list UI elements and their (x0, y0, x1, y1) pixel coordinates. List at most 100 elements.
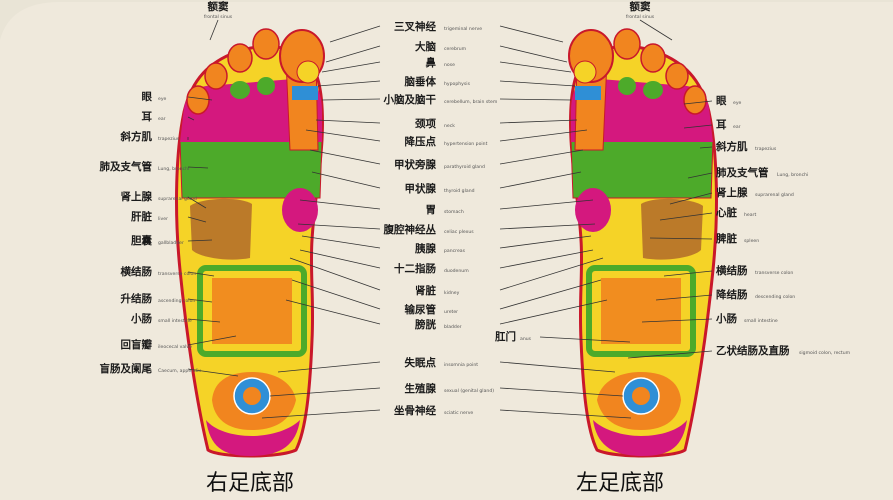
center-label-en: kidney (444, 290, 460, 296)
center-label-zh: 胰腺 (415, 242, 436, 255)
left-label-en: ear (733, 124, 741, 130)
right-label-zh: 肾上腺 (121, 190, 153, 203)
right-label-zh: 回盲瓣 (121, 338, 153, 351)
leader-line-right (301, 235, 381, 249)
right-label-en: transverse colon (158, 271, 196, 277)
right-label-en: suprarenal gland (158, 196, 197, 202)
leader-line-right (299, 199, 381, 210)
left-label-zh: 小肠 (715, 312, 737, 325)
right-label-en: gallbladder (158, 240, 184, 246)
left-label-en: heart (744, 212, 756, 218)
center-label-zh: 胃 (426, 204, 437, 216)
left-label-en: eye (733, 101, 742, 106)
leader-line (663, 270, 713, 277)
center-label-en: hypophysis (444, 81, 471, 87)
right-label-zh: 肺及支气管 (100, 160, 153, 173)
leader-line (639, 19, 673, 41)
leader-line-right (329, 25, 381, 43)
leader-line-left (499, 223, 596, 230)
center-label-en: trigeminal nerve (444, 26, 482, 32)
leader-line (641, 318, 713, 323)
leader-line-left (499, 149, 584, 165)
center-label-zh: 生殖腺 (405, 382, 437, 395)
left-label-zh: 心脏 (716, 206, 737, 219)
center-label-en: bladder (444, 324, 462, 330)
center-label-zh: 降压点 (405, 135, 437, 148)
center-label-en: parathyroid gland (444, 164, 485, 170)
leader-line (209, 19, 219, 41)
left-label-zh: 降结肠 (716, 288, 748, 301)
leader-line (539, 336, 631, 343)
left-label-en: transverse colon (755, 270, 793, 276)
leader-line (187, 298, 213, 303)
leader-line (187, 271, 215, 277)
center-label-zh: 三叉神经 (394, 20, 436, 33)
leader-line-right (315, 119, 381, 124)
center-label-en: sexual (genital gland) (444, 388, 494, 394)
leader-line-left (499, 129, 588, 142)
leader-line-left (499, 98, 572, 101)
center-label-zh: 鼻 (426, 56, 437, 69)
center-label-zh: 坐骨神经 (394, 404, 436, 417)
leader-line-right (277, 361, 381, 373)
leader-line-left (499, 299, 608, 325)
left-label-zh: 肺及支气管 (716, 166, 769, 179)
center-label-zh: 十二指肠 (394, 262, 436, 275)
left-label-zh: 耳 (716, 119, 727, 131)
right-label-en: ileocecal valve (158, 344, 192, 350)
center-label-en: nose (444, 63, 455, 68)
left-label-en: Lung, bronchi (777, 172, 808, 178)
right-label-en: ascending colon (158, 298, 195, 304)
right-label-zh: 斜方肌 (120, 130, 153, 143)
right-label-en: eye (158, 97, 167, 102)
leader-line (187, 368, 239, 377)
left-label-en: descending colon (755, 294, 795, 300)
leader-line-right (309, 149, 381, 165)
right-foot (177, 29, 324, 456)
leader-line (187, 196, 207, 209)
left-label-en: sigmoid colon, rectum (799, 350, 851, 356)
right-label-en: liver (158, 216, 168, 222)
center-label-en: thyroid gland (444, 188, 475, 194)
right-label-en: frontal sinus (204, 14, 233, 20)
left-label-en: anus (520, 337, 532, 342)
center-label-en: hypertension point (444, 141, 488, 147)
leader-line-left (499, 361, 616, 373)
leader-line-right (321, 61, 381, 73)
center-label-zh: 大脑 (415, 40, 436, 53)
center-label-en: cerebrum (444, 46, 467, 52)
center-label-en: ureter (444, 309, 458, 315)
leader-line (699, 146, 713, 149)
right-label-zh: 盲肠及阑尾 (100, 362, 153, 375)
left-label-en: small intestine (744, 318, 778, 324)
leader-line-left (499, 199, 594, 210)
left-label-en: trapezius (755, 146, 777, 152)
center-label-en: pancreas (444, 248, 466, 254)
center-label-zh: 小脑及脑干 (383, 93, 437, 106)
left-label-zh: 脾脏 (716, 232, 737, 245)
leader-line-left (499, 249, 594, 269)
title-left-foot: 左足底部 (576, 471, 664, 496)
leader-line (683, 124, 713, 129)
center-label-en: stomach (444, 209, 464, 215)
leader-line (187, 96, 213, 101)
leader-line-right (289, 257, 381, 291)
leader-line-left (499, 80, 576, 87)
leader-line-right (285, 299, 381, 325)
right-label-zh: 额窦 (207, 0, 229, 13)
leader-line-right (297, 223, 381, 230)
right-label-zh: 眼 (142, 91, 153, 103)
leader-line (659, 212, 713, 221)
center-label-en: celiac plexus (444, 229, 474, 235)
leader-line-left (499, 119, 578, 124)
right-label-zh: 小肠 (130, 312, 152, 325)
left-label-zh: 乙状结肠及直肠 (716, 344, 790, 357)
leader-line-left (499, 171, 582, 189)
right-label-en: Caecum, appendix (158, 368, 201, 374)
leader-line (187, 166, 209, 169)
leader-line (187, 318, 221, 323)
right-label-en: Lung, bronchi (158, 166, 189, 172)
